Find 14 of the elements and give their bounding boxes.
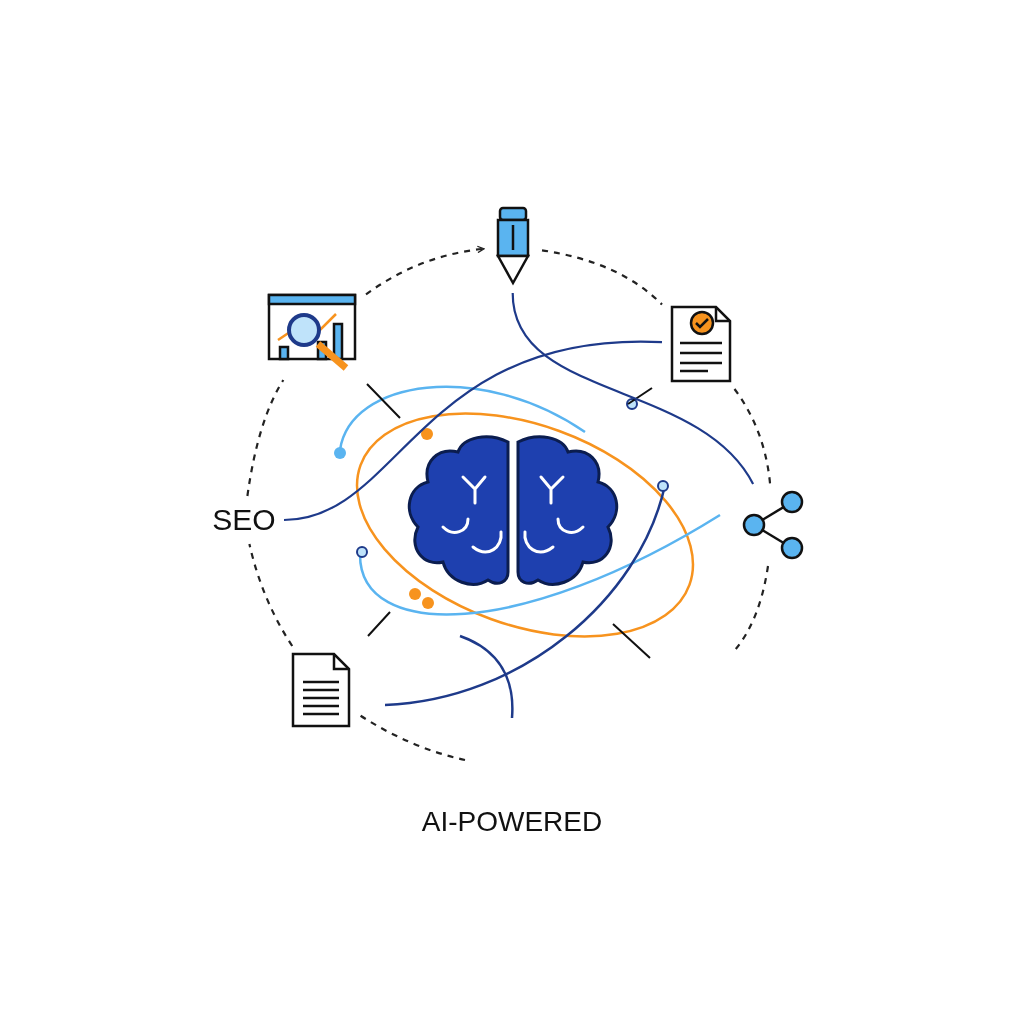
caption-label: AI-POWERED [421, 806, 603, 837]
curved-connector [283, 341, 662, 522]
checked-document-icon [668, 305, 734, 383]
dashed-connector [541, 249, 663, 306]
dashed-connector [734, 565, 770, 651]
share-icon [742, 490, 806, 560]
document-icon [290, 652, 352, 728]
dashed-connector [246, 379, 285, 497]
hub-label: SEO [210, 502, 278, 538]
dashed-connector [357, 713, 466, 762]
dashed-connector [365, 245, 485, 296]
dashed-connector [248, 543, 294, 647]
dashed-connector [733, 388, 772, 485]
curved-connector [511, 292, 754, 485]
